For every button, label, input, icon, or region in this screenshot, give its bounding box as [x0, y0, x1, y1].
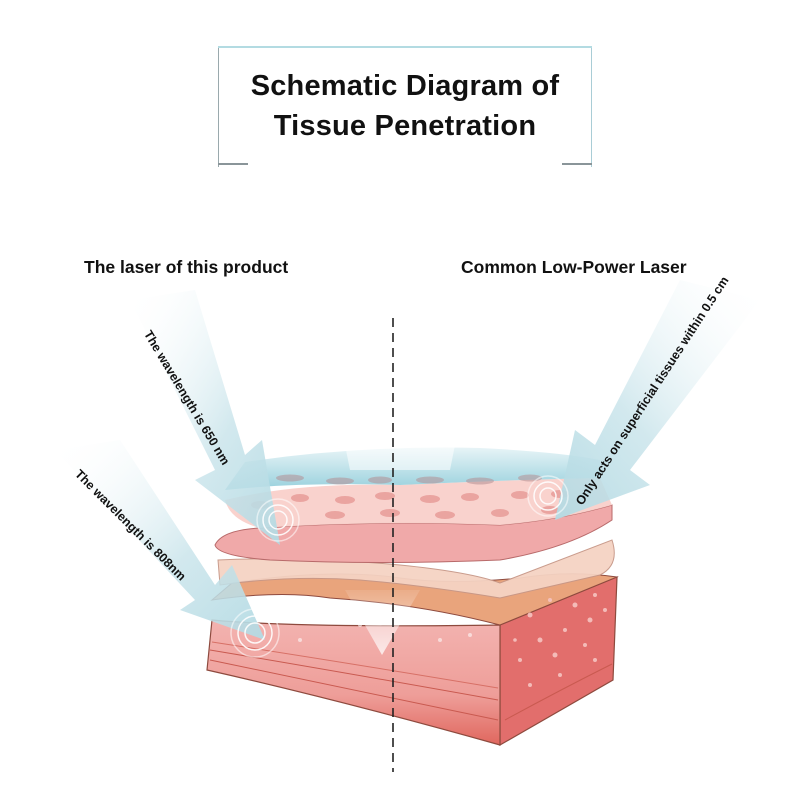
cell-layer — [225, 478, 612, 528]
title-box-left-border — [218, 48, 219, 167]
impact-ring-low-power — [527, 475, 569, 517]
title-line-2: Tissue Penetration — [273, 110, 537, 142]
page-title: Schematic Diagram of Tissue Penetration — [218, 66, 592, 146]
right-column-label: Common Low-Power Laser — [461, 257, 687, 277]
downward-beam-left — [345, 590, 420, 655]
arrow-low-power — [555, 280, 760, 520]
title-box-corner-right — [562, 163, 592, 165]
impact-ring-808 — [230, 608, 280, 658]
title-line-1: Schematic Diagram of — [250, 70, 560, 102]
title-box: Schematic Diagram of Tissue Penetration — [218, 46, 592, 167]
downward-beam-top — [340, 420, 460, 470]
arrow-650nm — [130, 290, 280, 545]
arrow-808nm — [55, 440, 265, 640]
title-box-right-border — [591, 48, 592, 167]
impact-ring-650 — [256, 498, 300, 542]
pink-skin-layer — [214, 504, 613, 563]
left-column-label: The laser of this product — [84, 257, 289, 277]
title-box-corner-left — [218, 163, 248, 165]
